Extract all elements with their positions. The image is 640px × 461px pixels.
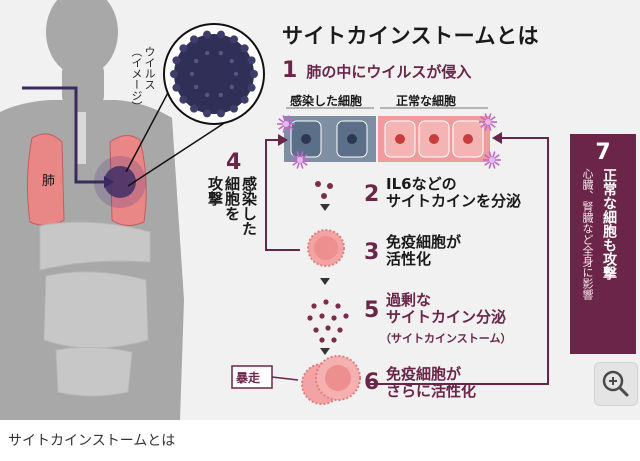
cell-nucleus [463, 134, 473, 144]
storm-dot [319, 313, 325, 319]
virus-dot [205, 50, 210, 56]
cytokine-dots-small [315, 181, 333, 199]
storm-dot [335, 303, 341, 309]
virus-spike [170, 70, 178, 78]
infection-spot [104, 166, 136, 198]
virus-entry-arrow [22, 86, 104, 184]
step-1-number: 1 [282, 58, 298, 83]
virus-spike [250, 70, 258, 78]
runaway-label: 暴走 [236, 371, 261, 385]
virus-dot [218, 50, 223, 56]
virus-spike [172, 83, 181, 92]
virus-spike [190, 104, 198, 113]
virus-dot [229, 84, 234, 90]
cytokine-dots-storm [307, 299, 349, 343]
virus-spike [247, 56, 256, 65]
normal-cell-label: 正常な細胞 [396, 94, 457, 108]
step-7-box: 7 正常な細胞も攻撃 心臓、腎臓など全身に影響 [570, 134, 636, 354]
virus-dot [218, 92, 223, 98]
diagram-graphics [0, 0, 549, 420]
cell-nucleus [347, 134, 357, 144]
step-7-text: 正常な細胞も攻撃 [601, 168, 617, 280]
virus-spike [172, 56, 181, 65]
lung-label: 肺 [42, 174, 56, 189]
attack-bursts [277, 113, 501, 169]
virus-spike [203, 109, 212, 118]
activated-immune-cells [301, 355, 361, 405]
loop-arrow-7 [370, 137, 549, 385]
cell-nucleus [429, 134, 439, 144]
storm-dot [319, 337, 325, 343]
virus-label: ウイルス （イメージ） [130, 46, 156, 112]
storm-dot [323, 299, 329, 305]
virus-spike [230, 35, 238, 44]
virus-spike [216, 30, 225, 39]
step-3-text: 免疫細胞が 活性化 [386, 233, 462, 268]
virus-spike [216, 109, 225, 118]
step-3-number: 3 [364, 240, 380, 265]
storm-dot [313, 327, 319, 333]
image-caption: サイトカインストームとは [8, 433, 176, 449]
step-7-subtext: 心臓、腎臓など全身に影響 [581, 168, 594, 300]
virus-dot [194, 58, 199, 64]
step-5-text: 過剰な サイトカイン分泌 [386, 291, 507, 326]
abdominal-organs [39, 221, 151, 397]
virus-spike [179, 44, 188, 53]
immune-cell [307, 229, 345, 267]
virus-dot [205, 92, 210, 98]
virus-spike [190, 35, 198, 44]
step-2-text: IL6などの サイトカインを分泌 [386, 175, 522, 210]
virus-spike [203, 30, 212, 39]
burst-core [283, 121, 289, 127]
virus-dot [189, 71, 195, 77]
virus-spike [240, 44, 249, 53]
virus-image [163, 23, 265, 125]
lungs [26, 112, 147, 226]
cell-nucleus [395, 134, 405, 144]
burst-core [297, 157, 303, 163]
virus-spike [179, 95, 188, 104]
virus-dot [194, 84, 199, 90]
virus-spike [230, 104, 238, 113]
step-4-text: 感染した 細胞を 攻撃 [206, 176, 258, 236]
step-4-number: 4 [226, 150, 242, 175]
cell-nucleus [301, 134, 311, 144]
storm-dot [343, 313, 349, 319]
loop-arrow-4 [265, 139, 300, 251]
storm-dot [331, 315, 337, 321]
virus-dot [229, 58, 234, 64]
storm-dot [331, 337, 337, 343]
virus-dot [233, 71, 239, 77]
step-6-text: 免疫細胞が さらに活性化 [386, 365, 477, 400]
burst-core [485, 119, 491, 125]
burst-core [489, 157, 495, 163]
step-6-number: 6 [364, 370, 380, 395]
step-7-number: 7 [595, 140, 611, 165]
zoom-in-button[interactable] [594, 362, 638, 406]
step-5-subtext: （サイトカインストーム） [380, 332, 512, 345]
flow-arrows [320, 204, 330, 355]
step-5-number: 5 [364, 298, 380, 323]
virus-spike [247, 83, 256, 92]
step-1: 1 肺の中にウイルスが侵入 [282, 58, 471, 83]
cell-strip [284, 107, 490, 162]
zoom-in-icon [602, 370, 629, 397]
virus-spike [240, 95, 249, 104]
step-2-number: 2 [364, 182, 380, 207]
storm-dot [307, 315, 313, 321]
storm-dot [311, 303, 317, 309]
infected-cell-label: 感染した細胞 [290, 94, 363, 108]
storm-dot [325, 325, 331, 331]
diagram-title: サイトカインストームとは [282, 24, 539, 48]
step-1-text: 肺の中にウイルスが侵入 [306, 63, 472, 81]
storm-dot [337, 327, 343, 333]
